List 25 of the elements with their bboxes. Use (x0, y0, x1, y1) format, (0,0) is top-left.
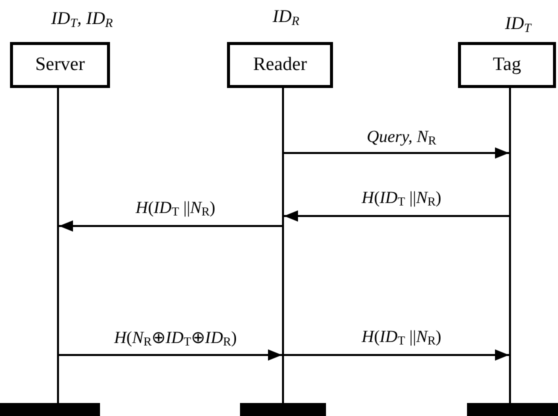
lifeline (509, 88, 511, 403)
message-arrow (284, 147, 509, 159)
edge-label: H(ID$_{T}$ ||N$_{R}$) (362, 188, 442, 210)
participant-name: Reader (253, 54, 307, 76)
lifeline-end-bar (240, 403, 326, 416)
participant-box (227, 42, 333, 88)
identifier-label: ID$_{R}$ (272, 6, 300, 30)
lifeline-end-bar (467, 403, 558, 416)
lifeline (57, 88, 59, 403)
message-arrow (59, 349, 282, 361)
message-arrow (284, 210, 509, 222)
edge-label: H(ID$_{T}$ ||N$_{R}$) (136, 198, 216, 220)
edge-label: Query, N$_{R}$ (366, 127, 436, 148)
message-arrow (59, 220, 282, 232)
participant-name: Server (35, 54, 85, 76)
edge-label: H(ID$_{T}$ ||N$_{R}$) (362, 327, 442, 348)
identifier-label: ID$_{T}$ (505, 13, 531, 36)
lifeline-end-bar (0, 403, 100, 416)
lifeline (282, 88, 284, 403)
edge-label: H(N$_{R}$⊕ID$_{T}$⊕ID$_{R}$) (114, 327, 237, 350)
message-arrow (284, 349, 509, 361)
participant-box (458, 42, 556, 88)
identifier-label: ID$_{T}$, ID$_{R}$ (51, 8, 113, 32)
participant-name: Tag (492, 54, 522, 76)
participant-box (10, 42, 110, 88)
